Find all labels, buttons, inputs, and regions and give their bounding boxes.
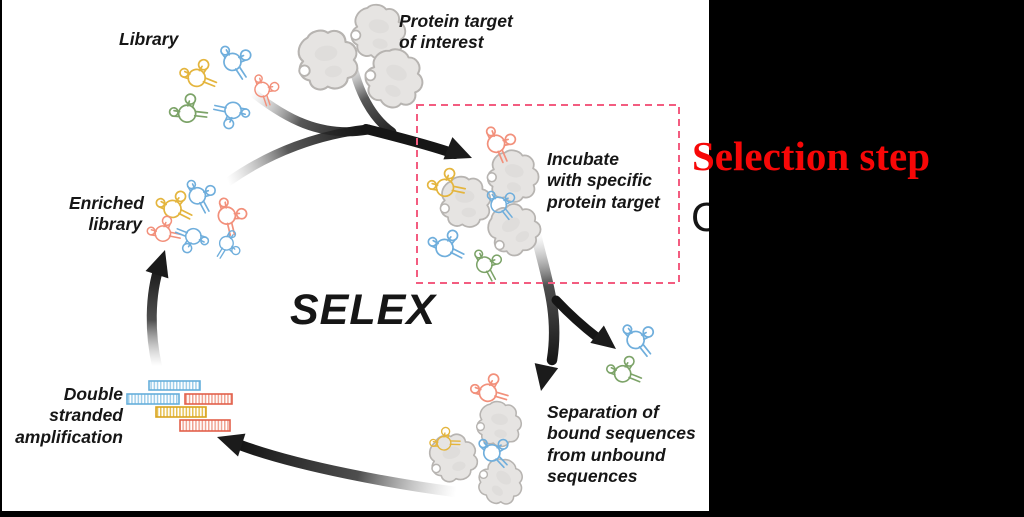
aptamer-icon	[604, 354, 644, 392]
aptamer-icon	[166, 90, 210, 135]
protein-icon	[423, 427, 483, 488]
aptamer-icon	[426, 228, 466, 266]
aptamer-icon	[212, 229, 242, 260]
dna-strand-icon	[155, 406, 207, 418]
arrow-separation-to-amplification	[217, 433, 462, 498]
separation-label: Separation of bound sequences from unbou…	[547, 402, 696, 487]
library-cluster	[166, 42, 282, 135]
selex-title: SELEX	[290, 286, 436, 334]
dna-strand-icon	[148, 380, 201, 391]
arrow-amplification-to-enriched	[145, 250, 169, 371]
aptamer-icon	[154, 189, 194, 227]
unbound-sequences-cluster	[604, 321, 656, 392]
aptamer-icon	[173, 219, 211, 255]
protein-target-label: Protein target of interest	[399, 11, 513, 53]
dna-strand-icon	[179, 419, 231, 432]
protein-icon	[481, 144, 545, 208]
selection-highlight-box	[416, 104, 680, 284]
bottom-frame-bar	[0, 511, 1024, 517]
arrow-incubate-to-separation	[530, 228, 616, 391]
dna-strand-icon	[126, 393, 180, 405]
dna-amplification-cluster	[126, 380, 233, 432]
enriched-library-cluster	[144, 176, 251, 260]
aptamer-icon	[618, 321, 656, 358]
enriched-library-label: Enriched library	[69, 193, 144, 235]
protein-icon	[469, 449, 533, 514]
right-black-panel	[709, 0, 1024, 517]
aptamer-icon	[467, 246, 505, 283]
protein-icon	[439, 175, 492, 228]
library-label: Library	[119, 29, 179, 49]
incubate-label: Incubate with specific protein target	[547, 149, 660, 212]
aptamer-icon	[206, 194, 251, 238]
selection-step-heading: Selection step	[692, 133, 930, 179]
left-frame-edge	[0, 0, 2, 517]
aptamer-icon	[177, 57, 219, 97]
amplification-label: Double stranded amplification	[15, 384, 123, 447]
aptamer-icon	[211, 91, 253, 132]
dna-strand-icon	[184, 393, 233, 405]
aptamer-icon	[214, 42, 254, 81]
